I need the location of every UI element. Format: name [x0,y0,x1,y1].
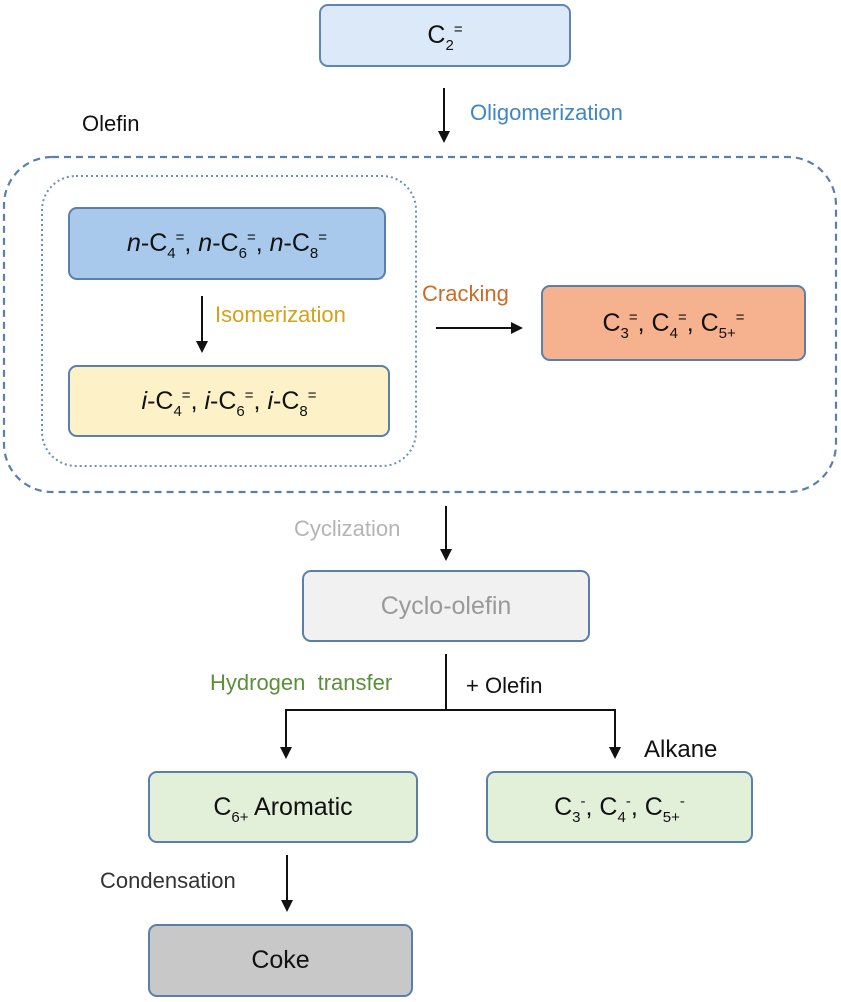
cracked-olefins-formula: C3=, C4=, C5+= [602,308,745,342]
cyclo-olefin-text: Cyclo-olefin [380,591,512,620]
alkanes-box: C3-, C4-, C5+- [486,771,753,843]
formula-item: n-C6= [198,229,256,262]
aromatic-formula: C6+ Aromatic [213,792,353,826]
alkanes-formula: C3-, C4-, C5+- [554,792,685,826]
plus-olefin-label: + Olefin [466,673,543,698]
formula-item: C3- [554,792,586,826]
formula-item: C3= [602,308,638,342]
hydrogen-transfer-label: Hydrogen transfer [210,670,393,695]
cyclization-label: Cyclization [294,516,401,541]
formula-item: n-C4= [126,229,185,262]
isomer-subgroup-container [41,175,417,467]
i-olefins-box: i-C4=, i-C6=, i-C8= [68,365,390,437]
alkane-label: Alkane [644,736,718,763]
olefin-group-container [2,155,838,494]
formula-item: i-C6= [204,386,254,420]
olefin-group-label: Olefin [82,111,140,136]
cyclo-olefin-box: Cyclo-olefin [302,570,590,642]
formula-item: C5+= [700,308,745,342]
formula-item: C4- [599,792,631,826]
formula-item: i-C4= [141,386,191,420]
coke-box: Coke [148,924,413,997]
oligomerization-label: Oligomerization [470,100,623,125]
cracking-label: Cracking [422,281,509,306]
c2-formula: C2= [427,21,463,54]
formula-item: i-C8= [267,386,317,420]
cracked-olefins-box: C3=, C4=, C5+= [541,285,806,361]
i-olefins-formula: i-C4=, i-C6=, i-C8= [141,386,317,420]
coke-text: Coke [251,946,310,974]
condensation-label: Condensation [100,868,236,893]
isomerization-label: Isomerization [215,302,346,327]
n-olefins-box: n-C4=, n-C6=, n-C8= [68,207,386,280]
formula-item: n-C8= [269,229,328,262]
c2-box: C2= [319,4,571,67]
formula-item: C4= [651,308,687,342]
aromatic-box: C6+ Aromatic [148,771,418,843]
formula-item: C5+- [644,792,685,826]
n-olefins-formula: n-C4=, n-C6=, n-C8= [126,229,328,262]
